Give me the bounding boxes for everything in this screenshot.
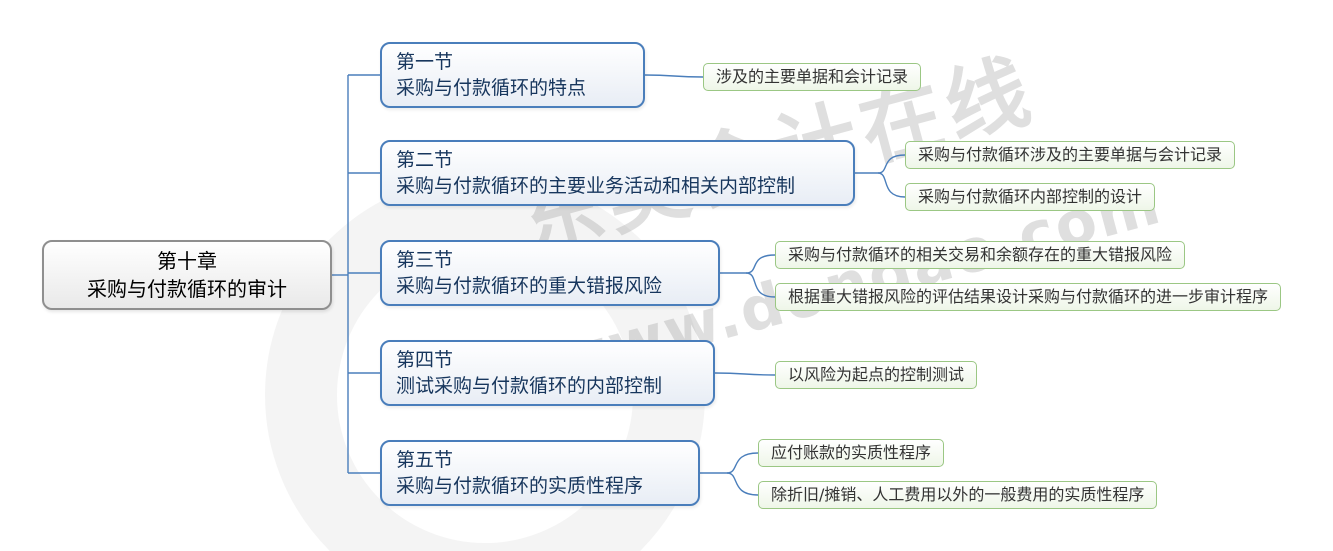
section-node-4[interactable]: 第四节 测试采购与付款循环的内部控制 — [380, 340, 715, 406]
leaf-node-1-1[interactable]: 涉及的主要单据和会计记录 — [703, 63, 922, 91]
section-5-title: 第五节 — [396, 449, 454, 471]
leaf-node-3-2[interactable]: 根据重大错报风险的评估结果设计采购与付款循环的进一步审计程序 — [775, 283, 1282, 311]
section-2-title: 第二节 — [396, 149, 454, 171]
leaf-node-3-1[interactable]: 采购与付款循环的相关交易和余额存在的重大错报风险 — [775, 241, 1186, 269]
section-4-title: 第四节 — [396, 349, 454, 371]
leaf-node-2-2[interactable]: 采购与付款循环内部控制的设计 — [905, 183, 1156, 211]
section-1-title: 第一节 — [396, 51, 454, 73]
connector-s5-leaf2 — [726, 472, 759, 496]
section-node-1[interactable]: 第一节 采购与付款循环的特点 — [380, 42, 645, 108]
connector-s1-leaf1 — [644, 74, 704, 78]
leaf-node-5-1[interactable]: 应付账款的实质性程序 — [758, 439, 945, 467]
section-3-subtitle: 采购与付款循环的重大错报风险 — [396, 275, 663, 297]
section-5-subtitle: 采购与付款循环的实质性程序 — [396, 475, 644, 497]
connector-s4-leaf1 — [714, 372, 776, 376]
connector-s3-leaf2 — [745, 272, 776, 298]
leaf-node-4-1[interactable]: 以风险为起点的控制测试 — [775, 361, 978, 389]
connector-s3-leaf1 — [745, 254, 776, 274]
connector-s5-leaf1 — [726, 452, 759, 474]
section-3-title: 第三节 — [396, 249, 454, 271]
section-node-2[interactable]: 第二节 采购与付款循环的主要业务活动和相关内部控制 — [380, 140, 855, 206]
section-node-5[interactable]: 第五节 采购与付款循环的实质性程序 — [380, 440, 700, 506]
connector-s2-leaf1 — [877, 154, 906, 174]
leaf-node-2-1[interactable]: 采购与付款循环涉及的主要单据与会计记录 — [905, 141, 1236, 169]
leaf-connectors — [644, 74, 906, 496]
connector-s2-leaf2 — [877, 172, 906, 198]
root-topic[interactable]: 第十章 采购与付款循环的审计 — [42, 240, 332, 310]
root-topic-line2: 采购与付款循环的审计 — [87, 277, 287, 301]
section-2-subtitle: 采购与付款循环的主要业务活动和相关内部控制 — [396, 175, 796, 197]
section-node-3[interactable]: 第三节 采购与付款循环的重大错报风险 — [380, 240, 720, 306]
section-4-subtitle: 测试采购与付款循环的内部控制 — [396, 375, 663, 397]
root-connectors — [332, 74, 380, 474]
root-topic-line1: 第十章 — [157, 249, 217, 273]
leaf-node-5-2[interactable]: 除折旧/摊销、人工费用以外的一般费用的实质性程序 — [758, 481, 1158, 509]
section-1-subtitle: 采购与付款循环的特点 — [396, 77, 587, 99]
